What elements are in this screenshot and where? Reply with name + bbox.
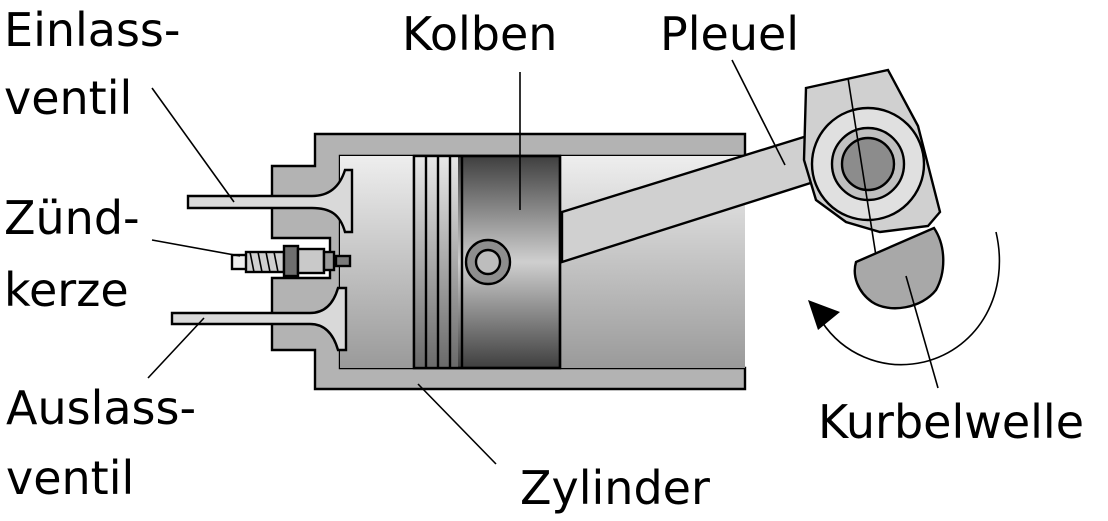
label-zuendkerze-line2: kerze (4, 263, 129, 317)
label-kolben: Kolben (402, 7, 557, 61)
inlet-valve (186, 168, 354, 234)
connecting-rod (560, 68, 942, 264)
leader-einlass (151, 87, 235, 203)
leader-auslass (147, 317, 205, 379)
leader-zuend (151, 239, 241, 257)
outlet-valve (170, 286, 348, 352)
label-zuendkerze-line1: Zünd- (4, 191, 140, 245)
leader-zylinder (417, 383, 497, 465)
label-auslassventil-line2: ventil (6, 451, 134, 505)
spark-plug (230, 244, 352, 278)
label-zylinder: Zylinder (520, 461, 710, 515)
leader-kurbelwelle (905, 275, 939, 389)
crankshaft-counterweight (853, 226, 945, 310)
label-pleuel: Pleuel (660, 7, 799, 61)
piston (412, 154, 562, 370)
labels: Einlass- ventil Kolben Pleuel Zünd- kerz… (4, 3, 1084, 515)
leader-lines (147, 59, 939, 465)
leader-pleuel (731, 59, 786, 166)
label-einlassventil-line2: ventil (4, 71, 132, 125)
rotation-arrow (808, 231, 1001, 366)
label-einlassventil-line1: Einlass- (4, 3, 181, 57)
label-auslassventil-line1: Auslass- (6, 381, 196, 435)
label-kurbelwelle: Kurbelwelle (818, 395, 1084, 449)
